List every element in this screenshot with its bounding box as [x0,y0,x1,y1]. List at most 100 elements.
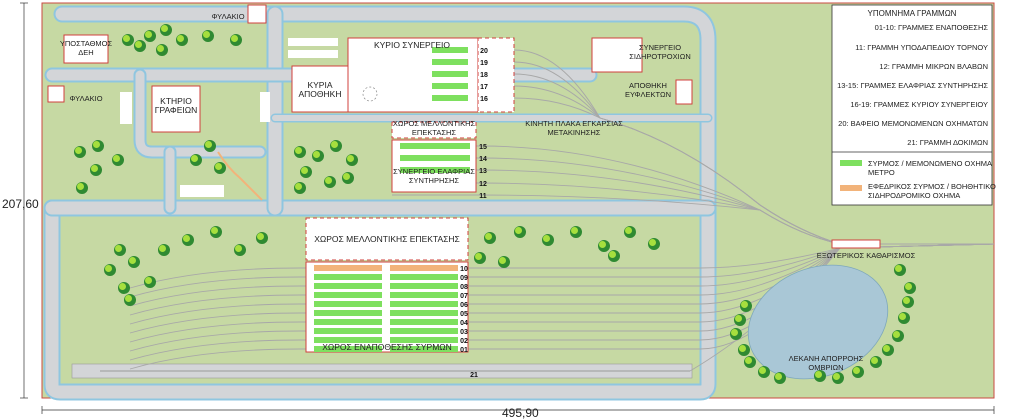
track-number-label: 06 [460,302,468,309]
width-dimension: 495,90 [502,406,539,419]
train-car [314,319,382,325]
future-expansion-mid [305,217,469,261]
train-car [314,337,382,343]
train-car [400,155,470,161]
tree-icon [731,329,738,336]
tree-icon [115,245,122,252]
tree-icon [739,345,746,352]
height-dimension: 207,60 [2,197,39,211]
track-line [430,97,994,245]
legend-row: 01-10: ΓΡΑΜΜΕΣ ΕΝΑΠΟΘΕΣΗΣ [875,23,989,32]
tree-icon [899,313,906,320]
external-cleaning-label: ΕΞΩΤΕΡΙΚΟΣ ΚΑΘΑΡΙΣΜΟΣ [817,251,916,260]
train-car [390,328,458,334]
guardhouse-top [247,4,267,24]
train-car [400,167,470,173]
tree-icon [625,227,632,234]
tree-icon [215,163,222,170]
tree-icon [485,233,492,240]
tree-icon [815,371,822,378]
guardhouse-left [47,85,65,103]
tree-icon [893,331,900,338]
train-car [314,328,382,334]
track-line [129,243,995,289]
track-line [129,243,995,307]
tree-icon [177,35,184,42]
office-building [151,85,201,133]
tree-icon [543,235,550,242]
track-number-label: 16 [480,96,488,103]
tree-icon [571,227,578,234]
track-number-label: 08 [460,284,468,291]
track-number-label: 15 [479,144,487,151]
track-number-label: 05 [460,311,468,318]
track-number-label: 14 [479,156,487,163]
trains [314,47,470,352]
tree-icon [331,141,338,148]
external-cleaning [831,239,881,249]
track-number-label: 21 [470,372,478,379]
track-number-label: 09 [460,275,468,282]
track-number-label: 04 [460,320,468,327]
tree-icon [295,147,302,154]
train-car [390,301,458,307]
tree-icon [135,41,142,48]
track-line [129,243,995,316]
tree-icon [515,227,522,234]
track-number-label: 03 [460,329,468,336]
tree-icon [475,253,482,260]
train-car [314,283,382,289]
tree-icon [203,31,210,38]
tree-icon [129,257,136,264]
tree-icon [257,233,264,240]
tree-icon [93,141,100,148]
tree-icon [231,35,238,42]
tree-icon [235,245,242,252]
test-track [71,363,693,379]
tree-icon [145,277,152,284]
track-line [129,243,995,298]
trees [74,24,916,384]
train-car [314,274,382,280]
track-number-label: 17 [480,84,488,91]
track-line [392,194,994,245]
tree-icon [775,373,782,380]
train-car [390,283,458,289]
tree-icon [183,235,190,242]
tree-icon [741,301,748,308]
train-car [314,292,382,298]
tree-icon [325,177,332,184]
tree-icon [125,295,132,302]
legend-row: 13-15: ΓΡΑΜΜΕΣ ΕΛΑΦΡΙΑΣ ΣΥΝΤΗΡΗΣΗΣ [837,81,988,90]
guardhouse-left-label: ΦΥΛΑΚΙΟ [69,94,102,103]
train-car [432,83,468,89]
legend-row: 11: ΓΡΑΜΜΗ ΥΠΟΔΑΠΕΔΙΟΥ ΤΟΡΝΟΥ [855,43,988,52]
tree-icon [211,227,218,234]
tree-icon [205,141,212,148]
tree-icon [159,245,166,252]
tree-icon [313,151,320,158]
substation-building [63,34,109,64]
track-number-label: 01 [460,347,468,354]
future-expansion-mid-label: ΧΩΡΟΣ ΜΕΛΛΟΝΤΙΚΗΣ ΕΠΕΚΤΑΣΗΣ [314,234,460,244]
train-car [390,319,458,325]
parking-areas [120,38,338,197]
train-car [390,346,458,352]
train-car [400,143,470,149]
tree-icon [295,183,302,190]
legend-row: 21: ΓΡΑΜΜΗ ΔΟΚΙΜΩΝ [907,138,988,147]
track-number-label: 10 [460,266,468,273]
train-car [314,265,382,271]
tree-icon [853,367,860,374]
tree-icon [895,265,902,272]
footpath [217,151,263,201]
